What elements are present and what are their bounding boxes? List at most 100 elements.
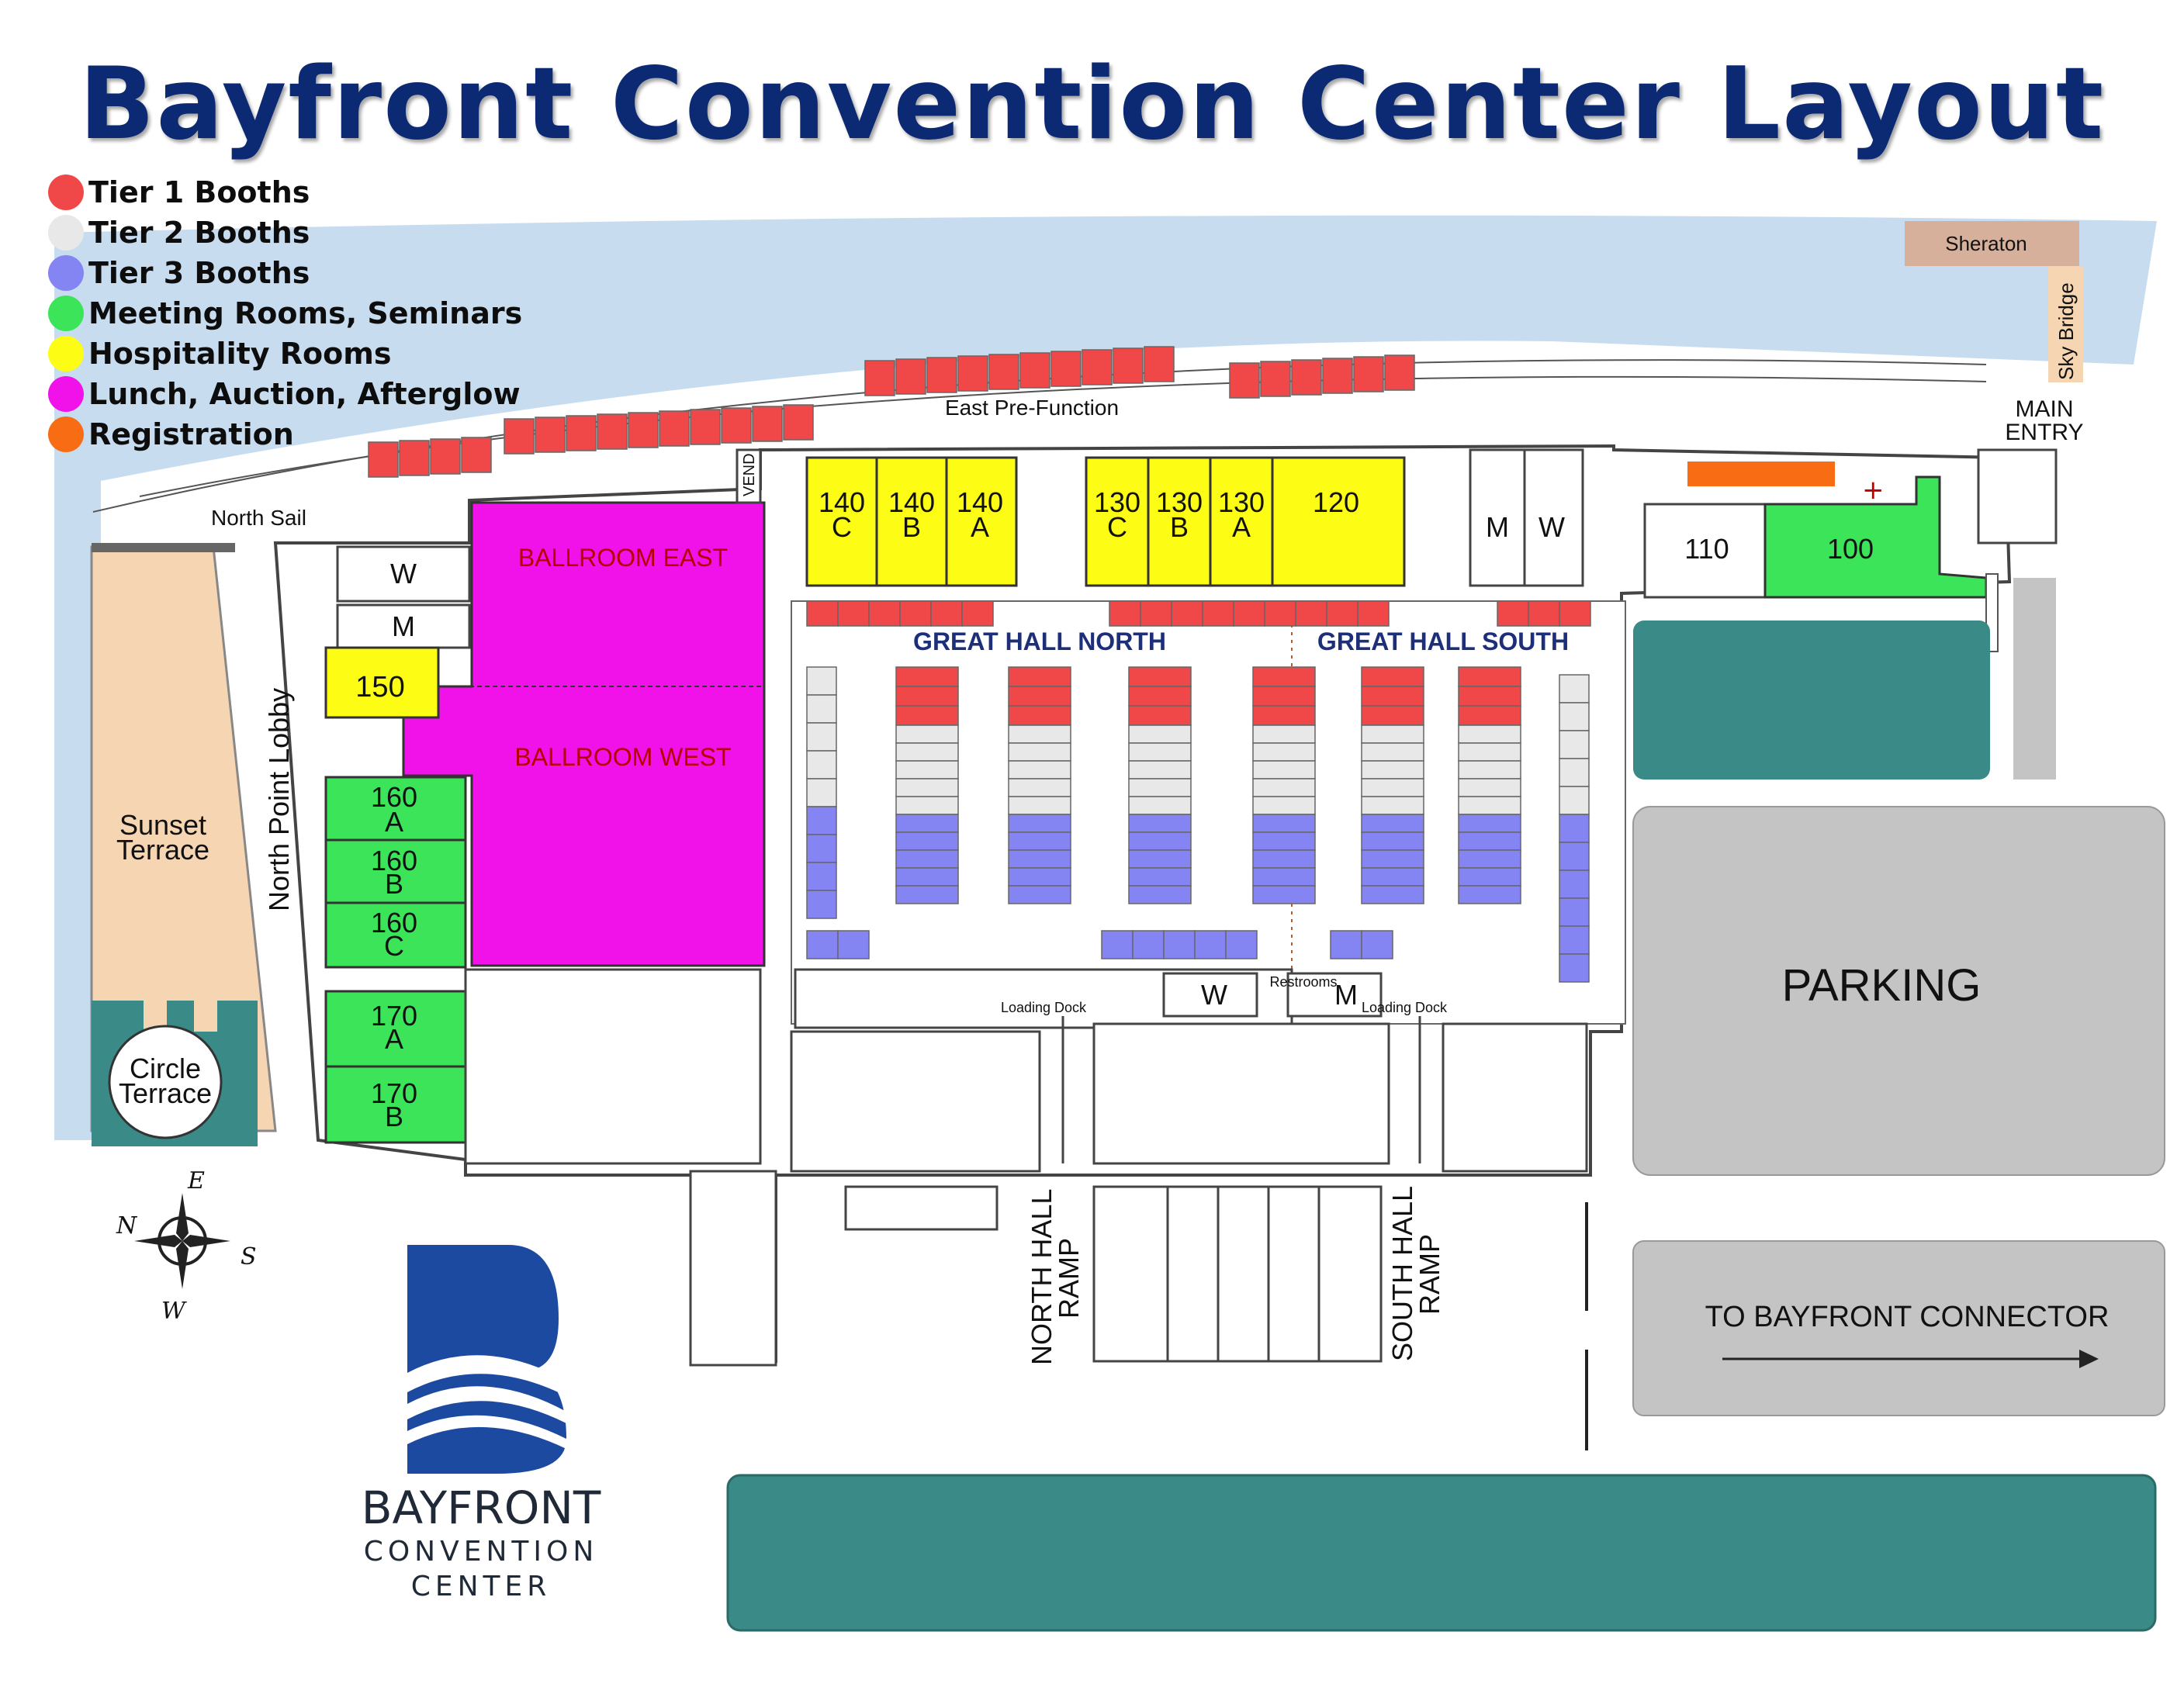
booth-tier3	[1008, 867, 1071, 887]
booth-tier1	[1252, 705, 1316, 726]
parking-label: PARKING	[1782, 960, 1982, 1011]
booth-tier1	[783, 404, 814, 441]
booth-tier3	[1008, 831, 1071, 851]
booth-tier1	[1361, 686, 1424, 707]
booth-tier2	[1559, 758, 1590, 787]
room-130c-label-2: C	[1107, 511, 1127, 543]
south-hall-ramp-label-1: SOUTH HALL	[1386, 1186, 1418, 1361]
booth-tier1	[721, 407, 752, 444]
booth-tier1	[837, 600, 870, 627]
booth-tier2	[1008, 724, 1071, 744]
booth-tier1	[1384, 354, 1415, 391]
booth-tier1	[895, 705, 959, 726]
room-150	[324, 646, 440, 719]
booth-tier3	[895, 814, 959, 833]
room-160b-label-2: B	[385, 868, 403, 900]
legend-label: Tier 1 Booths	[88, 175, 310, 209]
booth-tier2	[1559, 674, 1590, 703]
logo-line-1: BAYFRONT	[361, 1481, 601, 1534]
teal-lot-south	[726, 1474, 2157, 1632]
booth-tier3	[1559, 814, 1590, 843]
room-150-label: 150	[355, 671, 404, 703]
booth-tier1	[1128, 686, 1192, 707]
booth-tier1	[752, 406, 783, 442]
booth-tier2	[1008, 796, 1071, 815]
sheraton-label: Sheraton	[1945, 232, 2027, 255]
booth-tier1	[1202, 600, 1234, 627]
booth-tier3	[1225, 930, 1258, 959]
circle-terrace	[108, 1025, 223, 1139]
room-170b-label-2: B	[385, 1101, 403, 1132]
connector-label: TO BAYFRONT CONNECTOR	[1705, 1301, 2110, 1333]
loading-dock-north-label: Loading Dock	[1001, 1000, 1087, 1015]
legend: Tier 1 Booths Tier 2 Booths Tier 3 Booth…	[48, 172, 522, 455]
room-140b-label-2: B	[902, 511, 921, 543]
legend-dot	[48, 175, 84, 210]
booth-tier2	[1458, 760, 1521, 780]
booth-tier3	[806, 890, 837, 919]
booth-tier1	[1291, 359, 1322, 396]
booth-tier3	[806, 834, 837, 863]
booth-tier2	[1361, 796, 1424, 815]
booth-tier1	[1128, 705, 1192, 726]
booth-tier3	[1128, 831, 1192, 851]
legend-dot	[48, 255, 84, 291]
legend-label: Hospitality Rooms	[88, 337, 392, 371]
booth-tier1	[1458, 705, 1521, 726]
booth-tier3	[1252, 814, 1316, 833]
bayfront-logo-icon	[407, 1245, 566, 1474]
sky-bridge	[2048, 266, 2083, 382]
booth-tier3	[1361, 930, 1393, 959]
booth-tier3	[1559, 953, 1590, 983]
booth-tier2	[895, 796, 959, 815]
booth-tier3	[1008, 849, 1071, 869]
booth-tier3	[1008, 885, 1071, 904]
booth-tier3	[806, 930, 839, 959]
booth-tier1	[1128, 666, 1192, 687]
legend-label: Registration	[88, 417, 294, 451]
booth-tier3	[1128, 885, 1192, 904]
booth-tier1	[1140, 600, 1172, 627]
booth-tier1	[1144, 346, 1175, 382]
legend-item-registration: Registration	[48, 414, 522, 455]
booth-tier3	[1252, 831, 1316, 851]
booth-tier3	[1361, 867, 1424, 887]
room-140c-label-1: 140	[819, 486, 865, 518]
booth-tier1	[961, 600, 994, 627]
south-restroom-w: W	[1201, 979, 1227, 1011]
booth-tier1	[1113, 347, 1144, 384]
booth-tier2	[1559, 786, 1590, 815]
booth-tier2	[1458, 742, 1521, 762]
arrow-right-icon	[2079, 1350, 2099, 1368]
booth-tier1	[1326, 600, 1359, 627]
legend-item-lunch: Lunch, Auction, Afterglow	[48, 374, 522, 414]
registration-desk	[1687, 462, 1835, 486]
room-130b-label-2: B	[1170, 511, 1189, 543]
booth-tier3	[1330, 930, 1362, 959]
room-140b-label-1: 140	[888, 486, 935, 518]
booth-tier3	[895, 831, 959, 851]
booth-tier1	[1252, 666, 1316, 687]
booths-layer	[368, 346, 1591, 983]
booth-tier1	[1528, 600, 1560, 627]
booth-tier2	[1008, 760, 1071, 780]
booth-tier1	[957, 355, 988, 392]
booth-tier1	[659, 410, 690, 447]
room-140a-label-2: A	[971, 511, 989, 543]
booth-tier1	[930, 600, 963, 627]
booth-tier2	[895, 724, 959, 744]
booth-tier2	[1458, 724, 1521, 744]
booth-tier1	[1019, 352, 1050, 389]
booth-tier1	[1559, 600, 1591, 627]
legend-dot	[48, 215, 84, 251]
vend-label: VEND	[741, 453, 758, 496]
room-100	[1763, 475, 1988, 599]
booth-tier3	[1458, 831, 1521, 851]
service-area	[464, 968, 1588, 1450]
booth-tier2	[1128, 742, 1192, 762]
booth-tier3	[806, 806, 837, 835]
booth-tier2	[1128, 796, 1192, 815]
booth-tier3	[1361, 814, 1424, 833]
north-hall-ramp-label-2: RAMP	[1053, 1238, 1085, 1319]
booth-tier1	[1260, 361, 1291, 397]
